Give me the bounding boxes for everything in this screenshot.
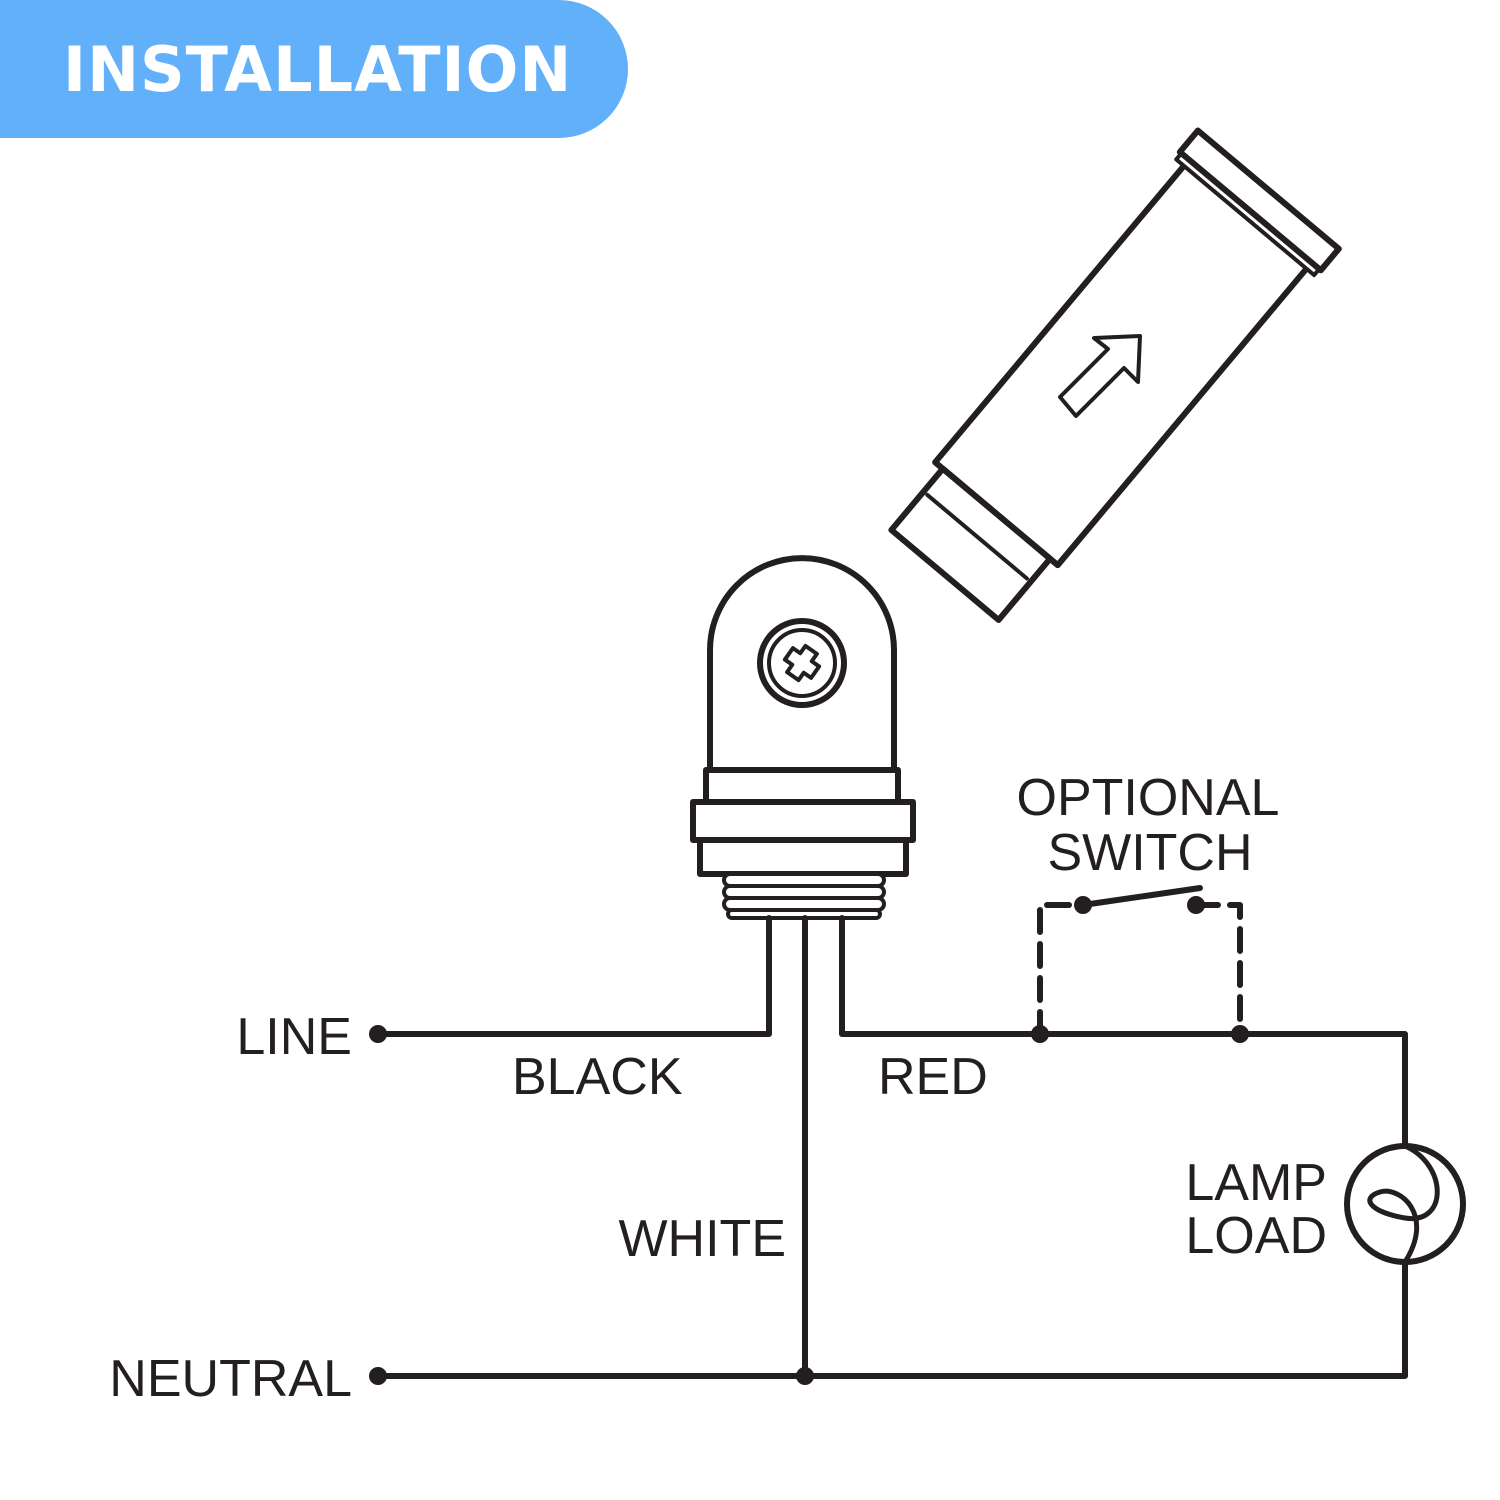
optional-switch-label-line2: SWITCH (1047, 824, 1252, 882)
lamp-load-label-line1: LAMP (1185, 1154, 1327, 1212)
photocell-sensor-icon (690, 127, 1342, 920)
header-banner (0, 0, 628, 138)
page-title: INSTALLATION (63, 33, 573, 106)
wires (375, 915, 1408, 1379)
white-wire-label: WHITE (618, 1210, 786, 1268)
red-wire-label: RED (878, 1048, 988, 1106)
black-wire-label: BLACK (512, 1048, 683, 1106)
lamp-load-label-line2: LOAD (1185, 1207, 1327, 1265)
switch-icon (1037, 885, 1243, 1037)
junction-dots (369, 896, 1249, 1385)
direction-arrow-icon (1058, 334, 1142, 418)
neutral-label: NEUTRAL (109, 1350, 352, 1408)
optional-switch-label-line1: OPTIONAL (1017, 769, 1280, 827)
line-label: LINE (236, 1008, 352, 1066)
lamp-icon (1344, 1143, 1466, 1265)
phillips-screw-icon (757, 618, 847, 708)
